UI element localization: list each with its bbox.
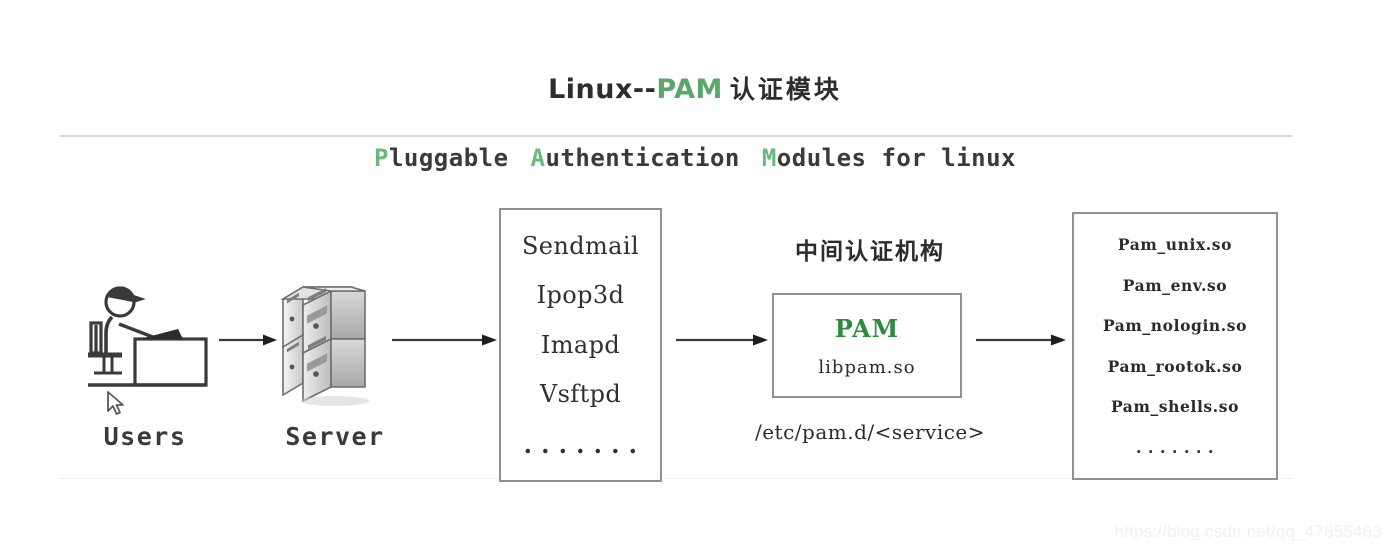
pam-library: libpam.so — [818, 356, 916, 378]
module-item: Pam_rootok.so — [1107, 356, 1243, 376]
pam-name: PAM — [834, 313, 900, 343]
module-item: Pam_shells.so — [1110, 397, 1240, 417]
users-label: Users — [103, 422, 187, 451]
users-icon — [82, 283, 218, 401]
server-label: Server — [285, 422, 385, 451]
services-box: Sendmail Ipop3d Imapd Vsftpd . . . . . .… — [499, 208, 662, 482]
pam-caption: 中间认证机构 — [795, 239, 945, 265]
title-accent-pam: PAM — [656, 74, 723, 105]
subtitle-word-pluggable: luggable — [388, 144, 509, 172]
divider-top — [60, 135, 1292, 137]
service-item: Vsftpd — [539, 380, 622, 408]
arrow-users-to-server — [219, 333, 277, 347]
service-item-ellipsis: . . . . . . . — [523, 429, 638, 459]
mouse-cursor-icon — [105, 390, 127, 418]
arrow-server-to-services — [392, 333, 497, 347]
title-cjk: 认证模块 — [729, 75, 842, 104]
service-item: Imapd — [540, 330, 621, 359]
module-item: Pam_env.so — [1122, 275, 1228, 295]
subtitle-cap-m: M — [761, 144, 777, 172]
server-icon — [277, 275, 387, 407]
title-prefix: Linux-- — [548, 74, 657, 105]
module-item-ellipsis: . . . . . . . — [1136, 437, 1214, 457]
subtitle-word-modules: odules for linux — [776, 144, 1016, 172]
subtitle-word-authentication: uthentication — [545, 144, 740, 172]
service-item: Sendmail — [521, 231, 640, 260]
arrow-pam-to-modules — [976, 333, 1066, 347]
pam-box: PAM libpam.so — [772, 293, 962, 398]
modules-box: Pam_unix.so Pam_env.so Pam_nologin.so Pa… — [1072, 212, 1278, 480]
subtitle: Pluggable Authentication Modules for linux — [0, 144, 1390, 172]
divider-bottom — [60, 478, 1292, 479]
subtitle-cap-a: A — [530, 144, 546, 172]
subtitle-cap-p: P — [374, 144, 389, 172]
arrow-services-to-pam — [676, 333, 768, 347]
module-item: Pam_unix.so — [1117, 235, 1233, 255]
service-item: Ipop3d — [536, 281, 625, 309]
watermark: https://blog.csdn.net/qq_47855463 — [1114, 522, 1382, 541]
pam-config-path: /etc/pam.d/<service> — [754, 420, 986, 444]
module-item: Pam_nologin.so — [1102, 316, 1248, 336]
